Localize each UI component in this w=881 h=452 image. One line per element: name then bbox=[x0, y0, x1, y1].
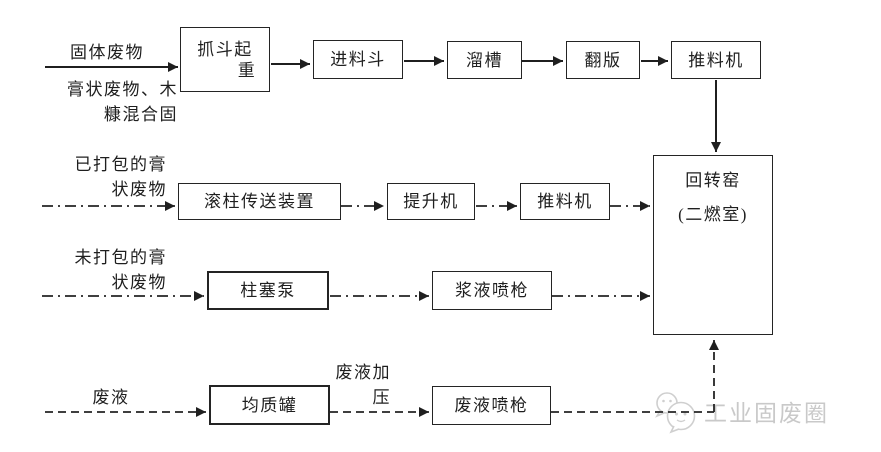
node-feed-hopper: 进料斗 bbox=[313, 40, 403, 79]
label-unpacked-paste-waste: 未打包的膏 状废物 bbox=[74, 248, 167, 292]
label-waste-liquid-pressurize: 废液加 压 bbox=[335, 363, 391, 407]
watermark: 工业固废圈 bbox=[652, 390, 829, 436]
node-plunger-pump: 柱塞泵 bbox=[207, 271, 329, 310]
node-roller-conveyor: 滚柱传送装置 bbox=[178, 183, 341, 220]
label-waste-liquid: 废液 bbox=[92, 388, 130, 407]
node-waste-liquid-spray-gun: 废液喷枪 bbox=[432, 386, 551, 425]
node-homogenizing-tank: 均质罐 bbox=[209, 385, 330, 425]
node-chute: 溜槽 bbox=[447, 41, 522, 79]
node-pusher-top: 推料机 bbox=[671, 41, 761, 79]
node-rotary-kiln: 回转窑 (二燃室) bbox=[653, 155, 773, 335]
wechat-icon bbox=[655, 392, 696, 434]
label-paste-wood-mix: 膏状废物、木 糠混合固 bbox=[67, 80, 178, 124]
node-pusher-mid: 推料机 bbox=[520, 183, 610, 220]
node-grab-crane: 抓斗起 重 bbox=[180, 27, 270, 92]
node-slurry-spray-gun: 浆液喷枪 bbox=[432, 271, 552, 310]
label-solid-waste: 固体废物 bbox=[70, 43, 144, 62]
node-flip-plate: 翻版 bbox=[566, 41, 640, 79]
watermark-text: 工业固废圈 bbox=[704, 400, 829, 426]
node-elevator: 提升机 bbox=[387, 183, 475, 220]
label-packed-paste-waste: 已打包的膏 状废物 bbox=[74, 155, 167, 199]
